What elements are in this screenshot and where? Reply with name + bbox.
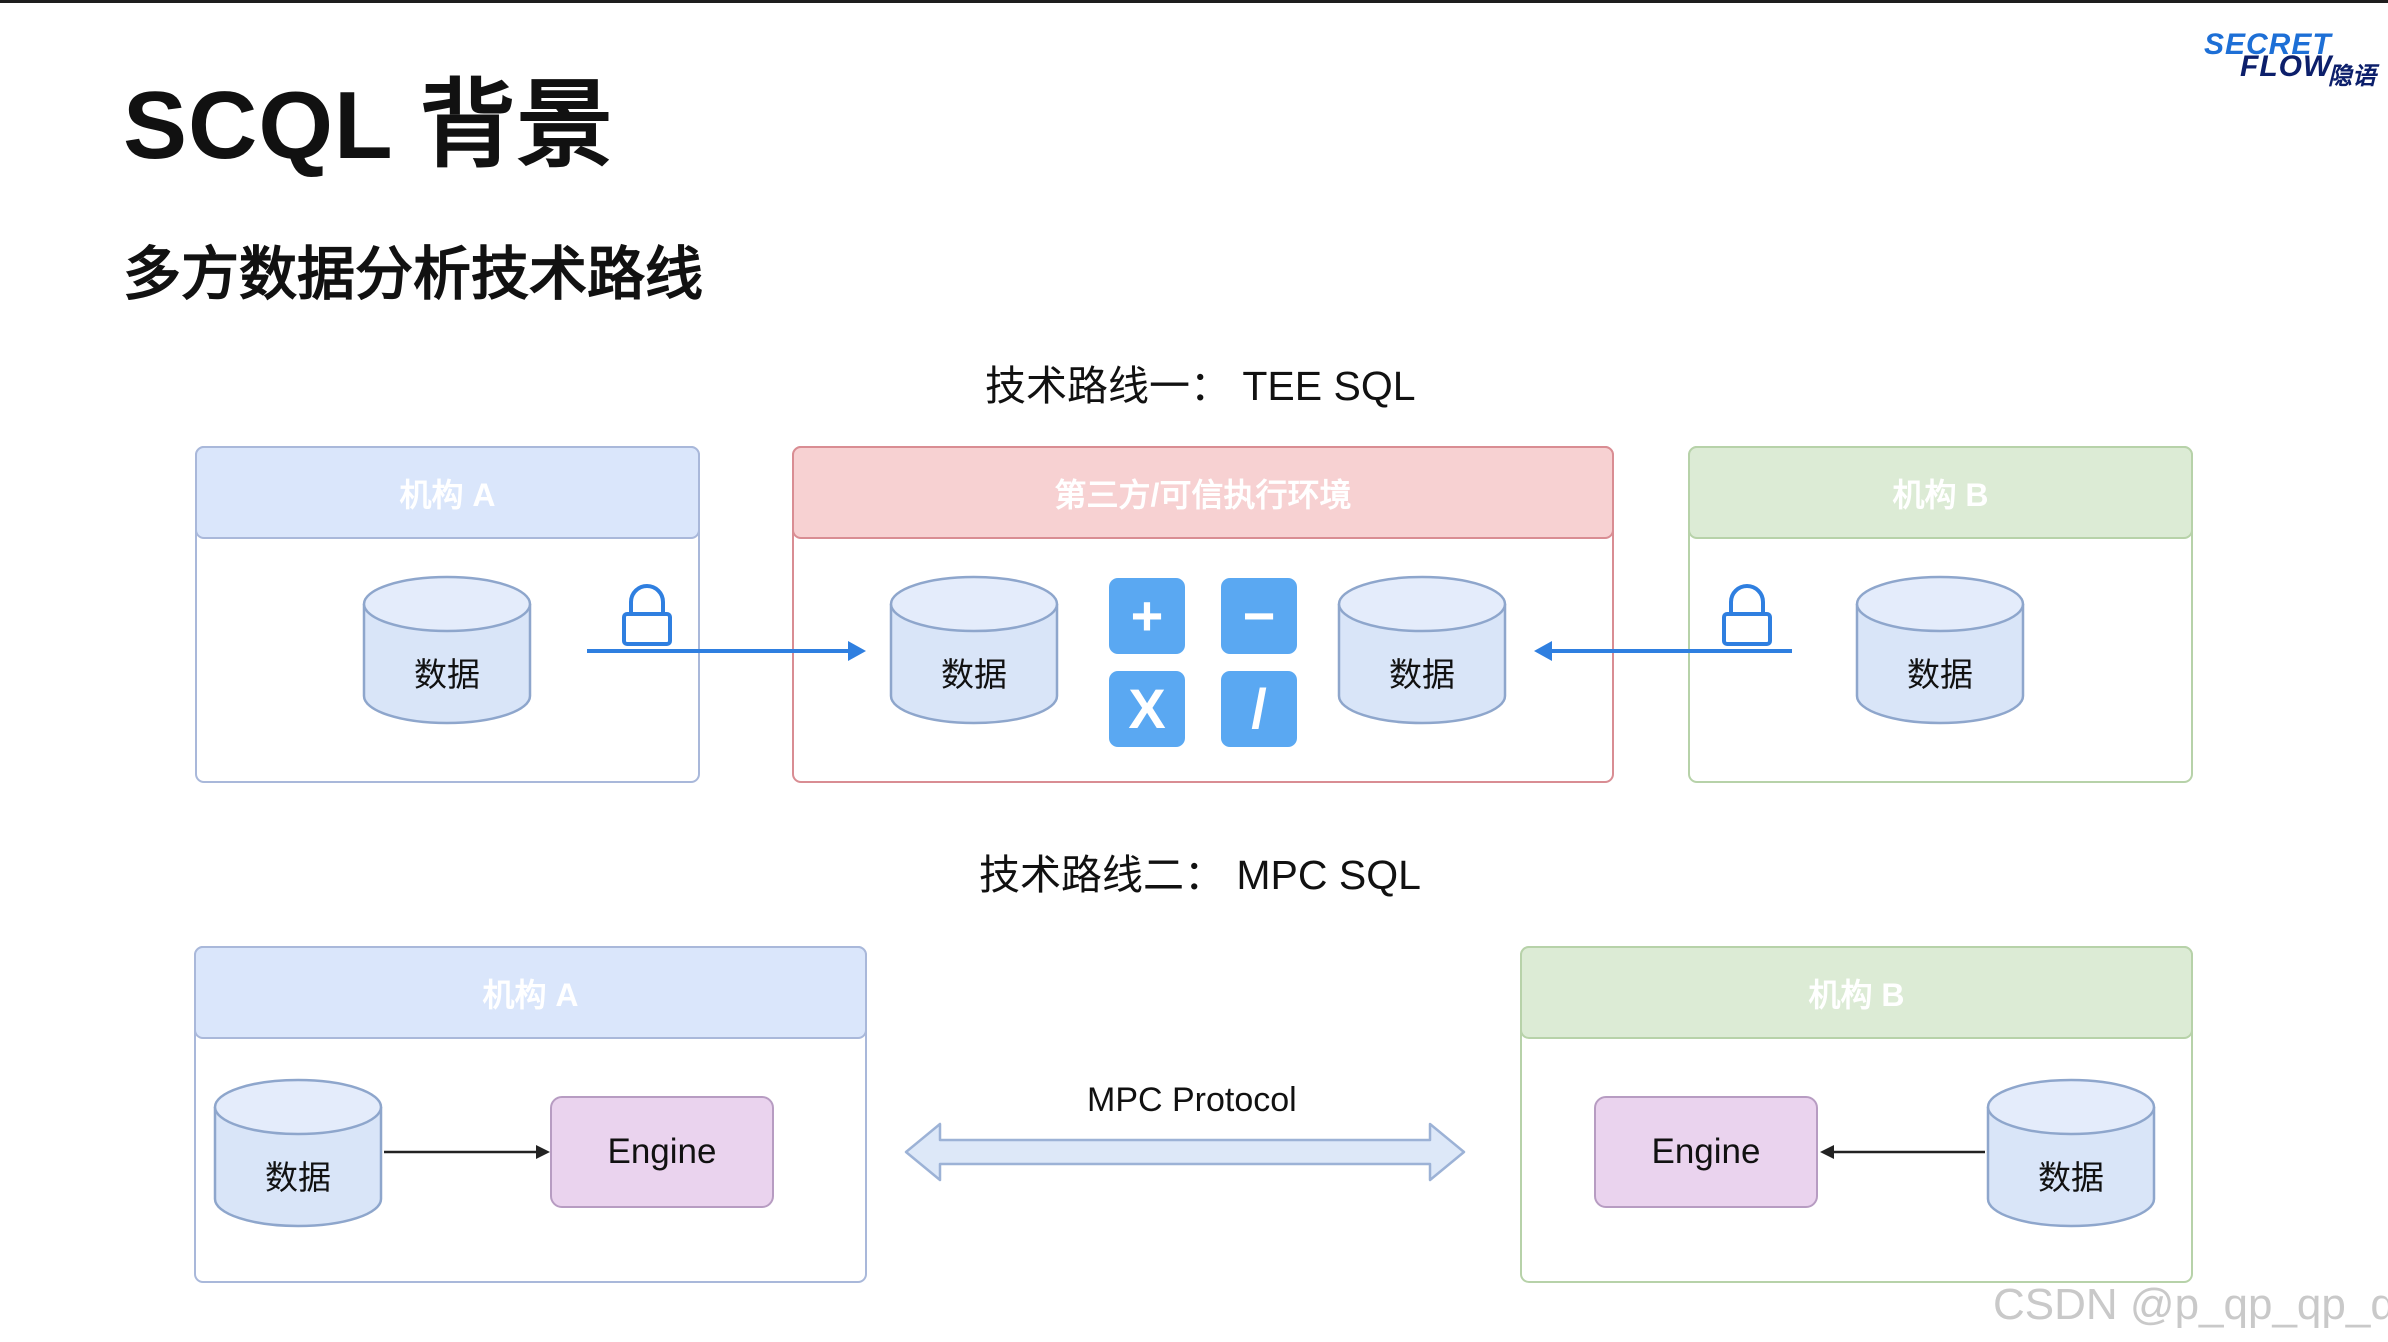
route2-engine-a: Engine bbox=[550, 1096, 774, 1208]
lock-icon bbox=[1722, 584, 1772, 646]
arrow-left-icon bbox=[1534, 641, 1792, 661]
plus-op-icon: + bbox=[1109, 578, 1185, 654]
csdn-watermark: CSDN @p_qp_qp_q bbox=[1993, 1280, 2388, 1329]
arrow-left-icon bbox=[1820, 1145, 1985, 1159]
route1-org-a-box: 机构 A bbox=[195, 446, 700, 783]
route1-tee-database-b: 数据 bbox=[1336, 574, 1508, 726]
route1-org-a-header: 机构 A bbox=[195, 446, 700, 539]
route1-label: 技术路线一： TEE SQL bbox=[985, 363, 1416, 409]
route1-org-a-database: 数据 bbox=[361, 574, 533, 726]
route1-org-b-database: 数据 bbox=[1854, 574, 2026, 726]
database-label: 数据 bbox=[1907, 656, 1973, 693]
database-label: 数据 bbox=[1389, 656, 1455, 693]
divide-op-icon: / bbox=[1221, 671, 1297, 747]
database-label: 数据 bbox=[414, 656, 480, 693]
logo-text-cn: 隐语 bbox=[2328, 63, 2376, 90]
arrow-right-icon bbox=[587, 641, 866, 661]
route2-org-a-database: 数据 bbox=[212, 1077, 384, 1229]
route2-label: 技术路线二： MPC SQL bbox=[979, 852, 1421, 898]
route2-engine-b: Engine bbox=[1594, 1096, 1818, 1208]
secretflow-logo: SECRET FLOW 隐语 bbox=[2200, 28, 2380, 90]
route1-org-b-header: 机构 B bbox=[1688, 446, 2193, 539]
minus-op-icon: − bbox=[1221, 578, 1297, 654]
database-label: 数据 bbox=[941, 656, 1007, 693]
lock-icon bbox=[622, 584, 672, 646]
route2-org-a-header: 机构 A bbox=[194, 946, 867, 1039]
double-arrow-icon bbox=[904, 1122, 1466, 1182]
page-title: SCQL 背景 bbox=[123, 72, 614, 179]
top-border bbox=[0, 0, 2388, 3]
logo-text-secret: SECRET bbox=[2204, 28, 2332, 61]
database-label: 数据 bbox=[265, 1159, 331, 1196]
route1-tee-database-a: 数据 bbox=[888, 574, 1060, 726]
route2-org-b-header: 机构 B bbox=[1520, 946, 2193, 1039]
route2-org-b-database: 数据 bbox=[1985, 1077, 2157, 1229]
route1-third-party-header: 第三方/可信执行环境 bbox=[792, 446, 1614, 539]
multiply-op-icon: X bbox=[1109, 671, 1185, 747]
arrow-right-icon bbox=[384, 1145, 550, 1159]
database-label: 数据 bbox=[2038, 1159, 2104, 1196]
page-subtitle: 多方数据分析技术路线 bbox=[123, 242, 704, 307]
mpc-protocol-label: MPC Protocol bbox=[1087, 1081, 1297, 1119]
logo-text-flow: FLOW bbox=[2240, 50, 2333, 83]
